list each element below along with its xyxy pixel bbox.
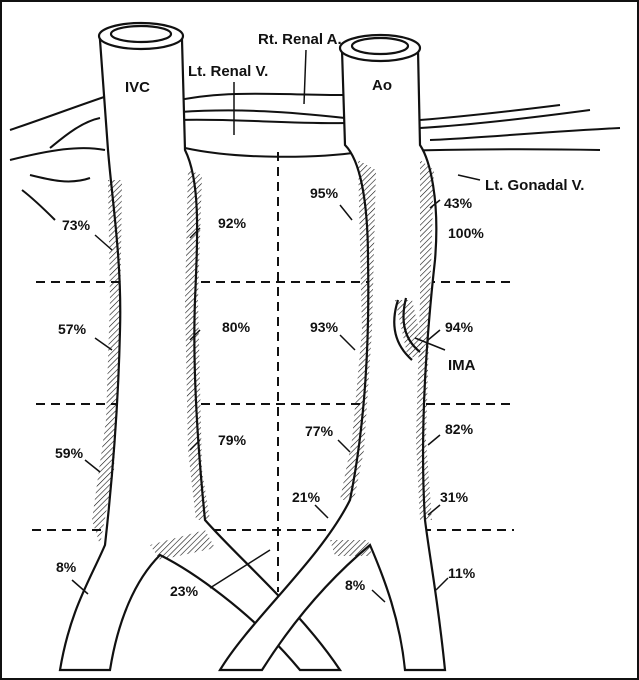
ima-label: IMA (448, 357, 476, 374)
pct-ivc-left-3: 79% (218, 432, 247, 448)
pct-ao-right-3: 77% (305, 423, 334, 439)
pct-ao-left-2: 94% (445, 319, 474, 335)
pct-ivc-bifurcation: 23% (170, 583, 199, 599)
rt-renal-a-label: Rt. Renal A. (258, 31, 342, 48)
pct-ao-left-3b: 31% (440, 489, 469, 505)
ivc-label: IVC (125, 79, 150, 96)
pct-ao-left-1b: 100% (448, 225, 484, 241)
pct-ivc-right-2: 57% (58, 321, 87, 337)
pct-ao-right-1: 95% (310, 185, 339, 201)
pct-ao-right-4: 8% (345, 577, 366, 593)
lt-renal-v-label: Lt. Renal V. (188, 63, 268, 80)
pct-ivc-right-4: 8% (56, 559, 77, 575)
pct-ivc-left-1: 92% (218, 215, 247, 231)
pct-ao-right-3b: 21% (292, 489, 321, 505)
lt-gonadal-v-label: Lt. Gonadal V. (485, 177, 584, 194)
pct-ao-left-3: 82% (445, 421, 474, 437)
pct-ao-left-1a: 43% (444, 195, 473, 211)
ao-label: Ao (372, 77, 392, 94)
pct-ivc-left-2: 80% (222, 319, 251, 335)
pct-ivc-right-3: 59% (55, 445, 84, 461)
pct-ao-left-4: 11% (448, 565, 476, 581)
pct-ao-right-2: 93% (310, 319, 339, 335)
pct-ivc-right-1: 73% (62, 217, 91, 233)
